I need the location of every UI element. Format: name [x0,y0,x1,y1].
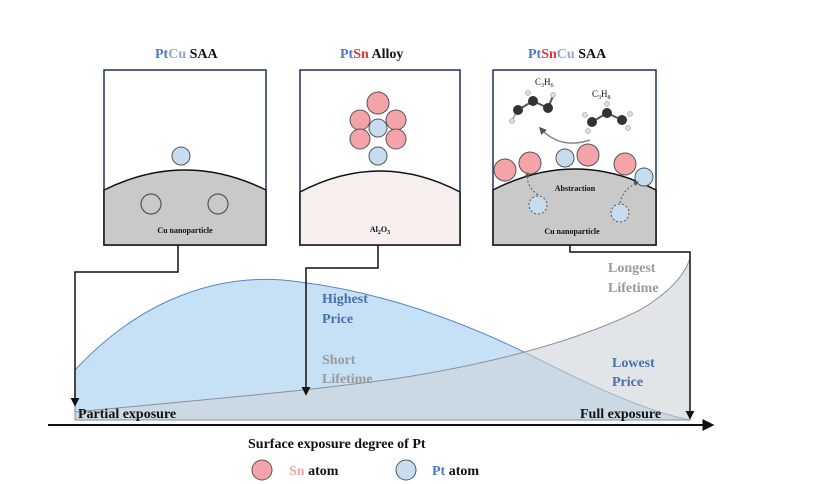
axis-left-label: Partial exposure [78,407,176,422]
panel-ptsncu-title-pt: Pt [528,47,542,62]
connector-arrow-ptsn [301,245,379,396]
panel-ptcu-title-pt: Pt [155,47,169,62]
pt-atom [555,148,575,168]
molecule-c3h6-label: C3H6 [535,77,554,89]
c3h6-n1: 3 [541,83,544,89]
legend-pt-label: Pt atom [432,464,479,479]
legend: Sn atom Pt atom [251,459,479,481]
pt-atom-subsurface [610,203,630,223]
sn-atom [349,109,371,131]
lifetime-curve-area [74,257,691,421]
support-label-cu-2: Cu nanoparticle [544,227,600,236]
panel-ptsncu: C3H6 C3H8 [492,69,657,246]
c3h6-c: C [535,77,541,87]
legend-sn-swatch [251,459,273,481]
c3h8-h: H [601,89,608,99]
panel-ptsncu-title-cu: Cu [557,47,575,62]
panel-ptsn-title-alloy: Alloy [369,47,404,62]
al2o3-support [299,170,461,246]
price-high-label-2: Price [322,312,353,327]
abstraction-arrow [619,181,639,204]
legend-sn-text: atom [305,464,339,479]
life-long-label-1: Longest [608,261,656,276]
al2o3-o: O [381,225,387,234]
legend-sn-symbol: Sn [289,464,305,479]
c3h8-n2: 8 [608,95,611,101]
sn-atom [366,91,390,115]
sn-atom [493,158,517,182]
panel-ptsncu-title-saa: SAA [575,47,607,62]
panel-ptsn: Al2O3 [299,69,461,246]
legend-pt-text: atom [445,464,479,479]
propane-molecule [582,101,633,134]
pt-atom [368,146,388,166]
c3h6-n2: 6 [551,83,554,89]
support-label-cu: Cu nanoparticle [157,226,213,235]
propylene-molecule [509,90,556,124]
sn-atom [385,109,407,131]
life-long-label-2: Lifetime [608,281,659,296]
cu-nanoparticle-support-2 [492,168,657,246]
sn-atom [385,128,407,150]
price-low-label-2: Price [612,375,643,390]
axis-right-label: Full exposure [580,407,661,422]
panel-ptcu-title: PtCu SAA [155,47,219,62]
cu-nanoparticle-support [103,169,267,246]
reaction-arrow [538,126,591,144]
panel-ptsncu-title-sn: Sn [541,47,557,62]
panel-ptcu-title-cu: Cu [168,47,186,62]
abstraction-label: Abstraction [555,184,596,193]
life-short-label-2: Lifetime [322,372,373,387]
x-axis-title: Surface exposure degree of Pt [248,437,426,452]
al2o3-sub1: 2 [378,230,381,236]
panel-ptsn-title: PtSn Alloy [340,47,403,62]
pt-atom [634,167,654,187]
sn-atom [349,128,371,150]
pt-atom-buried [207,193,229,215]
c3h6-h: H [544,77,551,87]
panel-ptsn-title-pt: Pt [340,47,354,62]
sn-atom [576,143,600,167]
sn-atom [613,152,637,176]
connector-arrow-ptsncu [569,245,695,420]
price-high-label-1: Highest [322,292,368,307]
molecule-c3h8-label: C3H8 [592,89,611,101]
legend-sn-label: Sn atom [289,464,339,479]
panel-ptsn-title-sn: Sn [353,47,369,62]
al2o3-al: Al [370,225,379,234]
price-low-label-1: Lowest [612,356,655,371]
c3h8-c: C [592,89,598,99]
pt-atom [171,146,191,166]
panel-ptcu-title-saa: SAA [186,47,218,62]
al2o3-sub2: 3 [387,230,390,236]
support-label-al2o3: Al2O3 [370,225,390,236]
sn-atom [518,151,542,175]
c3h8-n1: 3 [598,95,601,101]
connector-arrow-ptcu [70,245,179,407]
panel-ptcu: Cu nanoparticle [103,69,267,246]
pt-atom-buried [140,193,162,215]
life-short-label-1: Short [322,353,356,368]
legend-pt-symbol: Pt [432,464,446,479]
abstraction-arrow [524,172,539,196]
legend-pt-swatch [395,459,417,481]
pt-atom-subsurface [528,195,548,215]
pt-atom [368,118,388,138]
panel-ptsncu-title: PtSnCu SAA [528,47,607,62]
